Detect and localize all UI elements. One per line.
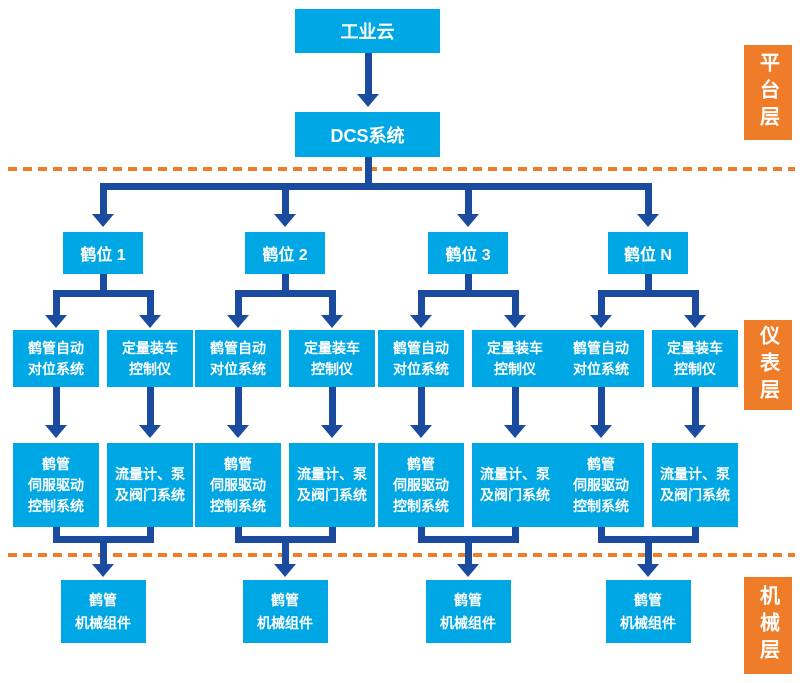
flow-valve-system-box: 流量计、泵 及阀门系统 bbox=[652, 443, 738, 527]
mechanical-assembly-box: 鹤管 机械组件 bbox=[242, 580, 328, 643]
arrow-down-icon bbox=[328, 387, 336, 425]
connector-line bbox=[234, 290, 336, 297]
arrow-down-icon bbox=[328, 290, 336, 315]
arrow-down-icon bbox=[281, 536, 289, 564]
platform-instrument-separator-line bbox=[8, 167, 795, 171]
loading-station-group-n: 鹤位 N 鹤管自动 对位系统 定量装车 控制仪 鹤管 伺服驱动 控制系统 流量计… bbox=[558, 0, 738, 683]
arrow-down-icon bbox=[464, 189, 472, 214]
loading-controller-box: 定量装车 控制仪 bbox=[472, 330, 558, 387]
servo-drive-system-box: 鹤管 伺服驱动 控制系统 bbox=[558, 443, 644, 527]
auto-align-system-box: 鹤管自动 对位系统 bbox=[13, 330, 99, 387]
arrow-down-icon bbox=[234, 290, 242, 315]
station-box: 鹤位 N bbox=[608, 232, 688, 274]
connector-line bbox=[52, 290, 154, 297]
connector-line bbox=[234, 527, 242, 542]
distribution-bus-line bbox=[99, 183, 652, 190]
connector-line bbox=[417, 290, 519, 297]
connector-line bbox=[511, 527, 519, 542]
auto-align-system-box: 鹤管自动 对位系统 bbox=[378, 330, 464, 387]
flow-valve-system-box: 流量计、泵 及阀门系统 bbox=[472, 443, 558, 527]
arrow-down-icon bbox=[644, 536, 652, 564]
connector-line bbox=[597, 290, 699, 297]
arrow-down-icon bbox=[364, 53, 372, 94]
connector-line bbox=[644, 274, 652, 294]
connector-line bbox=[691, 527, 699, 542]
auto-align-system-box: 鹤管自动 对位系统 bbox=[558, 330, 644, 387]
platform-layer-label: 平台层 bbox=[744, 45, 792, 140]
arrow-down-icon bbox=[644, 189, 652, 214]
arrow-down-icon bbox=[511, 290, 519, 315]
arrow-down-icon bbox=[417, 290, 425, 315]
auto-align-system-box: 鹤管自动 对位系统 bbox=[195, 330, 281, 387]
arrow-down-icon bbox=[52, 290, 60, 315]
mechanical-assembly-box: 鹤管 机械组件 bbox=[60, 580, 146, 643]
servo-drive-system-box: 鹤管 伺服驱动 控制系统 bbox=[378, 443, 464, 527]
arrow-down-icon bbox=[99, 189, 107, 214]
arrow-down-icon bbox=[52, 387, 60, 425]
connector-line bbox=[464, 274, 472, 294]
connector-line bbox=[417, 527, 425, 542]
arrow-down-icon bbox=[146, 387, 154, 425]
arrow-down-icon bbox=[511, 387, 519, 425]
arrow-down-icon bbox=[597, 290, 605, 315]
connector-line bbox=[146, 527, 154, 542]
connector-line bbox=[597, 527, 605, 542]
mechanical-assembly-box: 鹤管 机械组件 bbox=[605, 580, 691, 643]
dcs-system-box: DCS系统 bbox=[295, 112, 440, 157]
connector-line bbox=[281, 274, 289, 294]
arrow-down-icon bbox=[691, 387, 699, 425]
loading-controller-box: 定量装车 控制仪 bbox=[289, 330, 375, 387]
flow-valve-system-box: 流量计、泵 及阀门系统 bbox=[107, 443, 193, 527]
station-box: 鹤位 2 bbox=[245, 232, 325, 274]
arrow-down-icon bbox=[146, 290, 154, 315]
arrow-down-icon bbox=[281, 189, 289, 214]
arrow-down-icon bbox=[99, 536, 107, 564]
servo-drive-system-box: 鹤管 伺服驱动 控制系统 bbox=[13, 443, 99, 527]
instrument-layer-label: 仪表层 bbox=[744, 320, 792, 410]
arrow-down-icon bbox=[417, 387, 425, 425]
loading-station-group-1: 鹤位 1 鹤管自动 对位系统 定量装车 控制仪 鹤管 伺服驱动 控制系统 流量计… bbox=[13, 0, 193, 683]
loading-controller-box: 定量装车 控制仪 bbox=[107, 330, 193, 387]
instrument-mechanical-separator-line bbox=[8, 553, 795, 557]
mechanical-assembly-box: 鹤管 机械组件 bbox=[425, 580, 511, 643]
loading-station-group-3: 鹤位 3 鹤管自动 对位系统 定量装车 控制仪 鹤管 伺服驱动 控制系统 流量计… bbox=[378, 0, 558, 683]
connector-line bbox=[99, 274, 107, 294]
arrow-down-icon bbox=[691, 290, 699, 315]
loading-controller-box: 定量装车 控制仪 bbox=[652, 330, 738, 387]
arrow-down-icon bbox=[234, 387, 242, 425]
arrow-down-icon bbox=[464, 536, 472, 564]
connector-line bbox=[328, 527, 336, 542]
flow-valve-system-box: 流量计、泵 及阀门系统 bbox=[289, 443, 375, 527]
station-box: 鹤位 1 bbox=[63, 232, 143, 274]
connector-line bbox=[364, 157, 372, 190]
industrial-cloud-box: 工业云 bbox=[295, 9, 440, 53]
station-box: 鹤位 3 bbox=[428, 232, 508, 274]
mechanical-layer-label: 机械层 bbox=[744, 577, 792, 674]
connector-line bbox=[52, 527, 60, 542]
arrow-down-icon bbox=[597, 387, 605, 425]
servo-drive-system-box: 鹤管 伺服驱动 控制系统 bbox=[195, 443, 281, 527]
loading-station-group-2: 鹤位 2 鹤管自动 对位系统 定量装车 控制仪 鹤管 伺服驱动 控制系统 流量计… bbox=[195, 0, 375, 683]
